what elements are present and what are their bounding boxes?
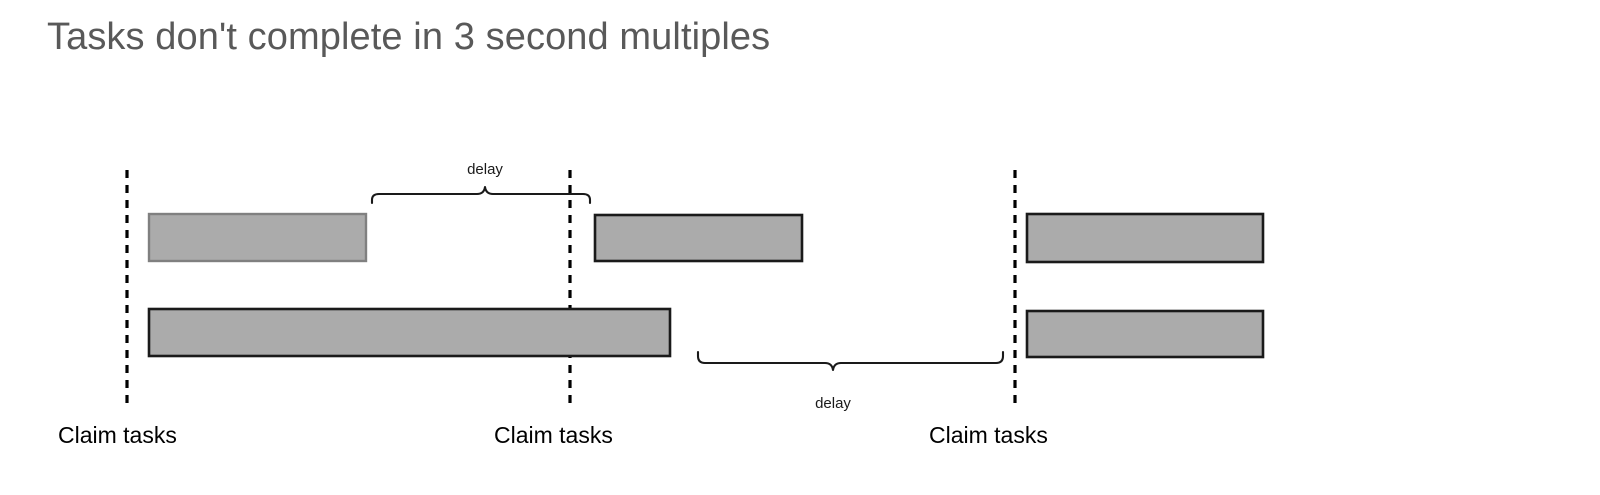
page-title: Tasks don't complete in 3 second multipl…: [47, 16, 771, 58]
tick-label-claim-tasks-2: Claim tasks: [494, 422, 613, 448]
lane-bottom-bars: [147, 307, 1265, 359]
tick-label-claim-tasks-3: Claim tasks: [929, 422, 1048, 448]
task-bar: [1025, 309, 1265, 359]
task-bar: [147, 307, 672, 358]
tick-label-claim-tasks-1: Claim tasks: [58, 422, 177, 448]
bracket-delay-top: [370, 185, 592, 205]
task-bar: [593, 213, 804, 263]
bracket-delay-bottom: [696, 350, 1005, 372]
task-bar: [147, 212, 368, 263]
lane-top-bars: [147, 212, 1265, 264]
bracket-label-delay-top: delay: [467, 161, 503, 178]
task-bar: [1025, 212, 1265, 264]
tick-lines: [125, 170, 1017, 405]
bracket-label-delay-bottom: delay: [815, 395, 851, 412]
